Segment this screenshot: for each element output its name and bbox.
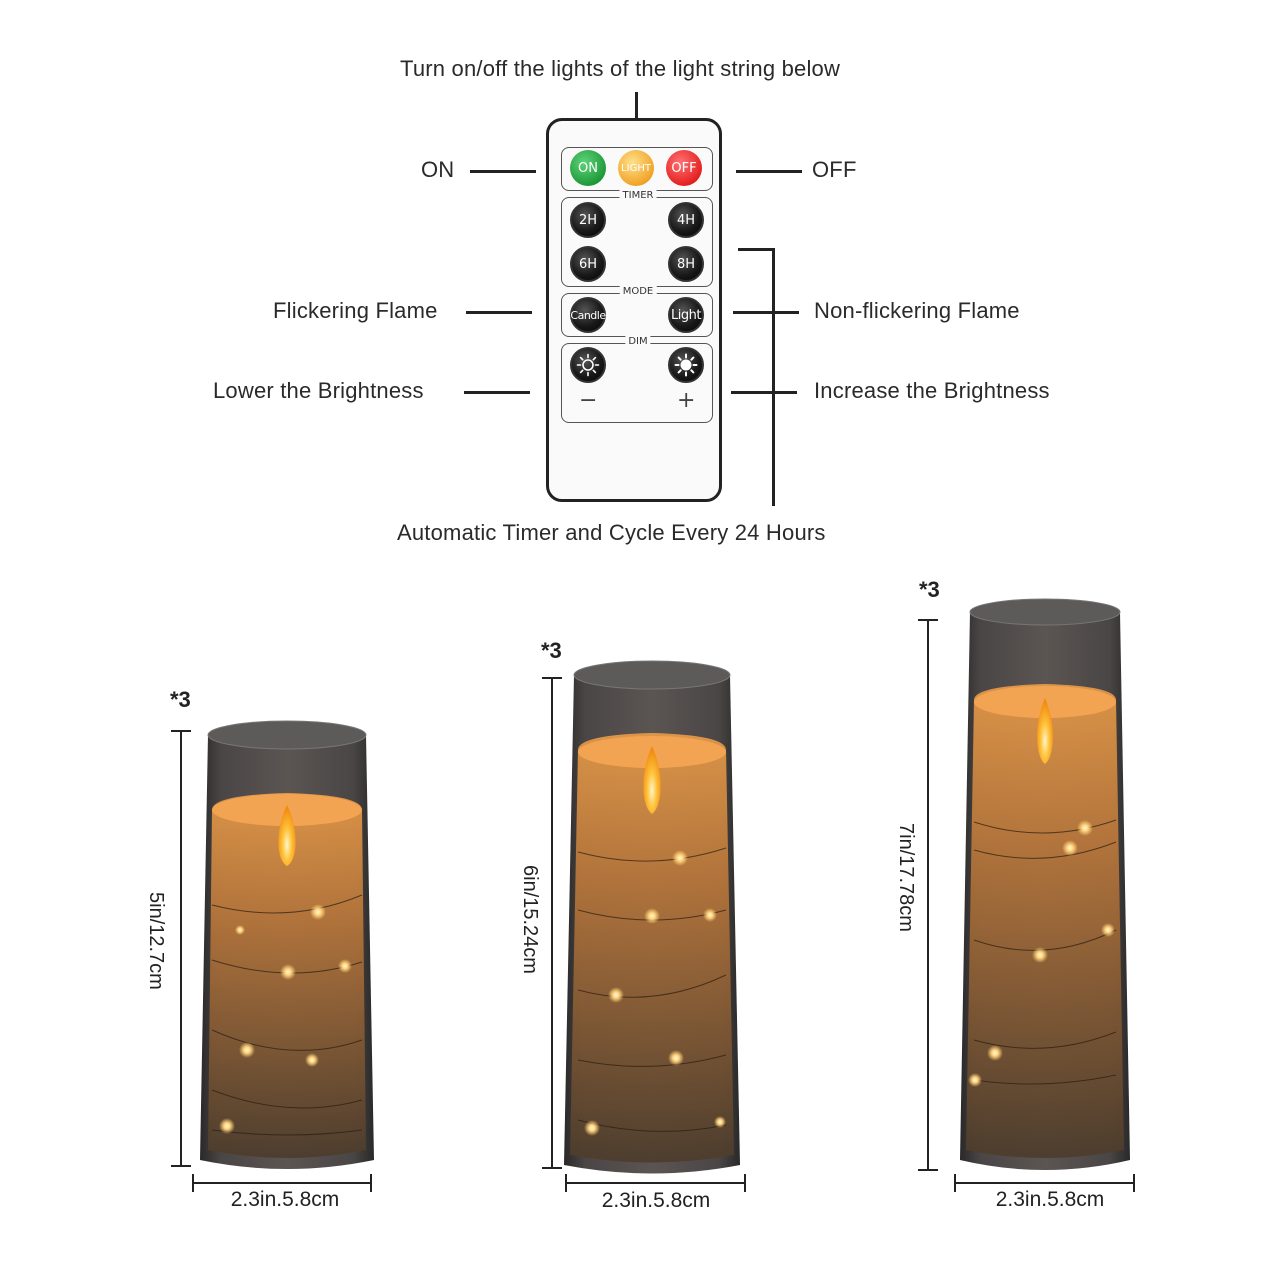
- line-increase: [731, 391, 797, 394]
- plus-sign: +: [677, 388, 696, 413]
- timer-group: TIMER 2H 4H 6H 8H: [561, 190, 713, 287]
- timer-2h-button[interactable]: 2H: [570, 202, 606, 238]
- dimension-lines: [171, 619, 1135, 1192]
- label-increase-brightness: Increase the Brightness: [814, 378, 1050, 403]
- timer-4h-button[interactable]: 4H: [668, 202, 704, 238]
- line-lower: [464, 391, 530, 394]
- top-connector-line: [635, 92, 638, 120]
- candle-mode-button[interactable]: Candle: [570, 297, 606, 333]
- timer-6h-button[interactable]: 6H: [570, 246, 606, 282]
- light-button[interactable]: LIGHT: [618, 150, 654, 186]
- line-off: [736, 170, 802, 173]
- on-button[interactable]: ON: [570, 150, 606, 186]
- candle-small-qty: *3: [170, 687, 191, 712]
- dim-title: DIM: [625, 336, 651, 347]
- line-non-flickering: [733, 311, 799, 314]
- timer-8h-button[interactable]: 8H: [668, 246, 704, 282]
- label-non-flickering-flame: Non-flickering Flame: [814, 298, 1020, 323]
- sun-outline-icon: [576, 353, 600, 377]
- label-lower-brightness: Lower the Brightness: [213, 378, 424, 403]
- off-button[interactable]: OFF: [666, 150, 702, 186]
- remote-control: ON LIGHT OFF TIMER 2H 4H 6H 8H MODE Cand…: [546, 118, 722, 502]
- candle-medium-height: 6in/15.24cm: [519, 865, 541, 974]
- dim-down-button[interactable]: [570, 347, 606, 383]
- candle-large-qty: *3: [919, 577, 940, 602]
- timer-connector-top: [738, 248, 772, 251]
- label-flickering-flame: Flickering Flame: [273, 298, 438, 323]
- candle-medium-qty: *3: [541, 638, 562, 663]
- candle-small-width: 2.3in.5.8cm: [230, 1188, 340, 1211]
- dim-group: DIM −: [561, 336, 713, 423]
- candle-medium: [564, 660, 740, 1174]
- label-off: OFF: [812, 157, 857, 182]
- timer-title: TIMER: [619, 190, 657, 201]
- label-on: ON: [421, 157, 455, 182]
- candle-large: [960, 598, 1130, 1170]
- candle-large-width: 2.3in.5.8cm: [995, 1188, 1105, 1211]
- mode-title: MODE: [619, 286, 657, 297]
- light-mode-button[interactable]: Light: [668, 297, 704, 333]
- candle-small-height: 5in/12.7cm: [145, 892, 167, 990]
- bottom-caption: Automatic Timer and Cycle Every 24 Hours: [397, 520, 826, 545]
- candle-medium-width: 2.3in.5.8cm: [601, 1189, 711, 1212]
- timer-connector-vertical: [772, 248, 775, 506]
- top-caption: Turn on/off the lights of the light stri…: [400, 56, 841, 81]
- minus-sign: −: [579, 388, 598, 413]
- line-on: [470, 170, 536, 173]
- sun-filled-icon: [674, 353, 698, 377]
- candle-small: [200, 720, 374, 1169]
- dim-up-button[interactable]: [668, 347, 704, 383]
- candle-large-height: 7in/17.78cm: [895, 823, 917, 932]
- line-flickering: [466, 311, 532, 314]
